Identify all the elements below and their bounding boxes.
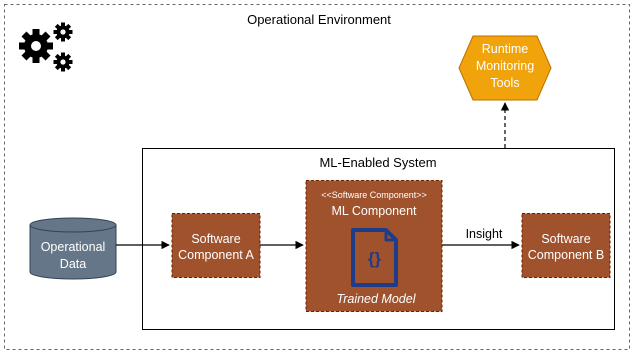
operational-data-store[interactable]: Operational Data: [29, 217, 117, 280]
ml-component-title: ML Component: [332, 204, 418, 218]
ml-enabled-system-title: ML-Enabled System: [319, 155, 436, 170]
ml-component[interactable]: <<Software Component>> ML Component {} T…: [305, 180, 443, 312]
monitoring-label-line1: Runtime: [482, 42, 529, 56]
ml-component-box: [305, 180, 443, 312]
monitoring-label-line3: Tools: [490, 76, 519, 90]
datastore-label-line1: Operational: [41, 240, 106, 254]
gears-icon: [19, 22, 73, 72]
datastore-label-line2: Data: [60, 257, 86, 271]
svg-text:{}: {}: [368, 249, 382, 268]
component-b-label-line1: Software: [541, 232, 590, 246]
operational-environment-title: Operational Environment: [247, 12, 391, 27]
component-a-label-line2: Component A: [178, 248, 254, 262]
component-a-box: [171, 213, 261, 278]
monitoring-label-line2: Monitoring: [476, 59, 534, 73]
software-component-b[interactable]: Software Component B: [521, 213, 611, 278]
insight-label: Insight: [466, 227, 503, 241]
json-file-icon: {}: [351, 228, 398, 287]
monitoring-hexagon-shape: [458, 35, 552, 101]
ml-component-model-label: Trained Model: [337, 292, 417, 306]
runtime-monitoring-tools-node[interactable]: Runtime Monitoring Tools: [458, 35, 552, 101]
component-a-label-line1: Software: [191, 232, 240, 246]
component-b-box: [521, 213, 611, 278]
datastore-cylinder-top: [29, 217, 117, 233]
component-b-label-line2: Component B: [528, 248, 604, 262]
ml-component-stereotype: <<Software Component>>: [321, 190, 427, 200]
software-component-a[interactable]: Software Component A: [171, 213, 261, 278]
operational-environment-frame: [4, 4, 630, 350]
datastore-cylinder-shape: [29, 225, 117, 280]
